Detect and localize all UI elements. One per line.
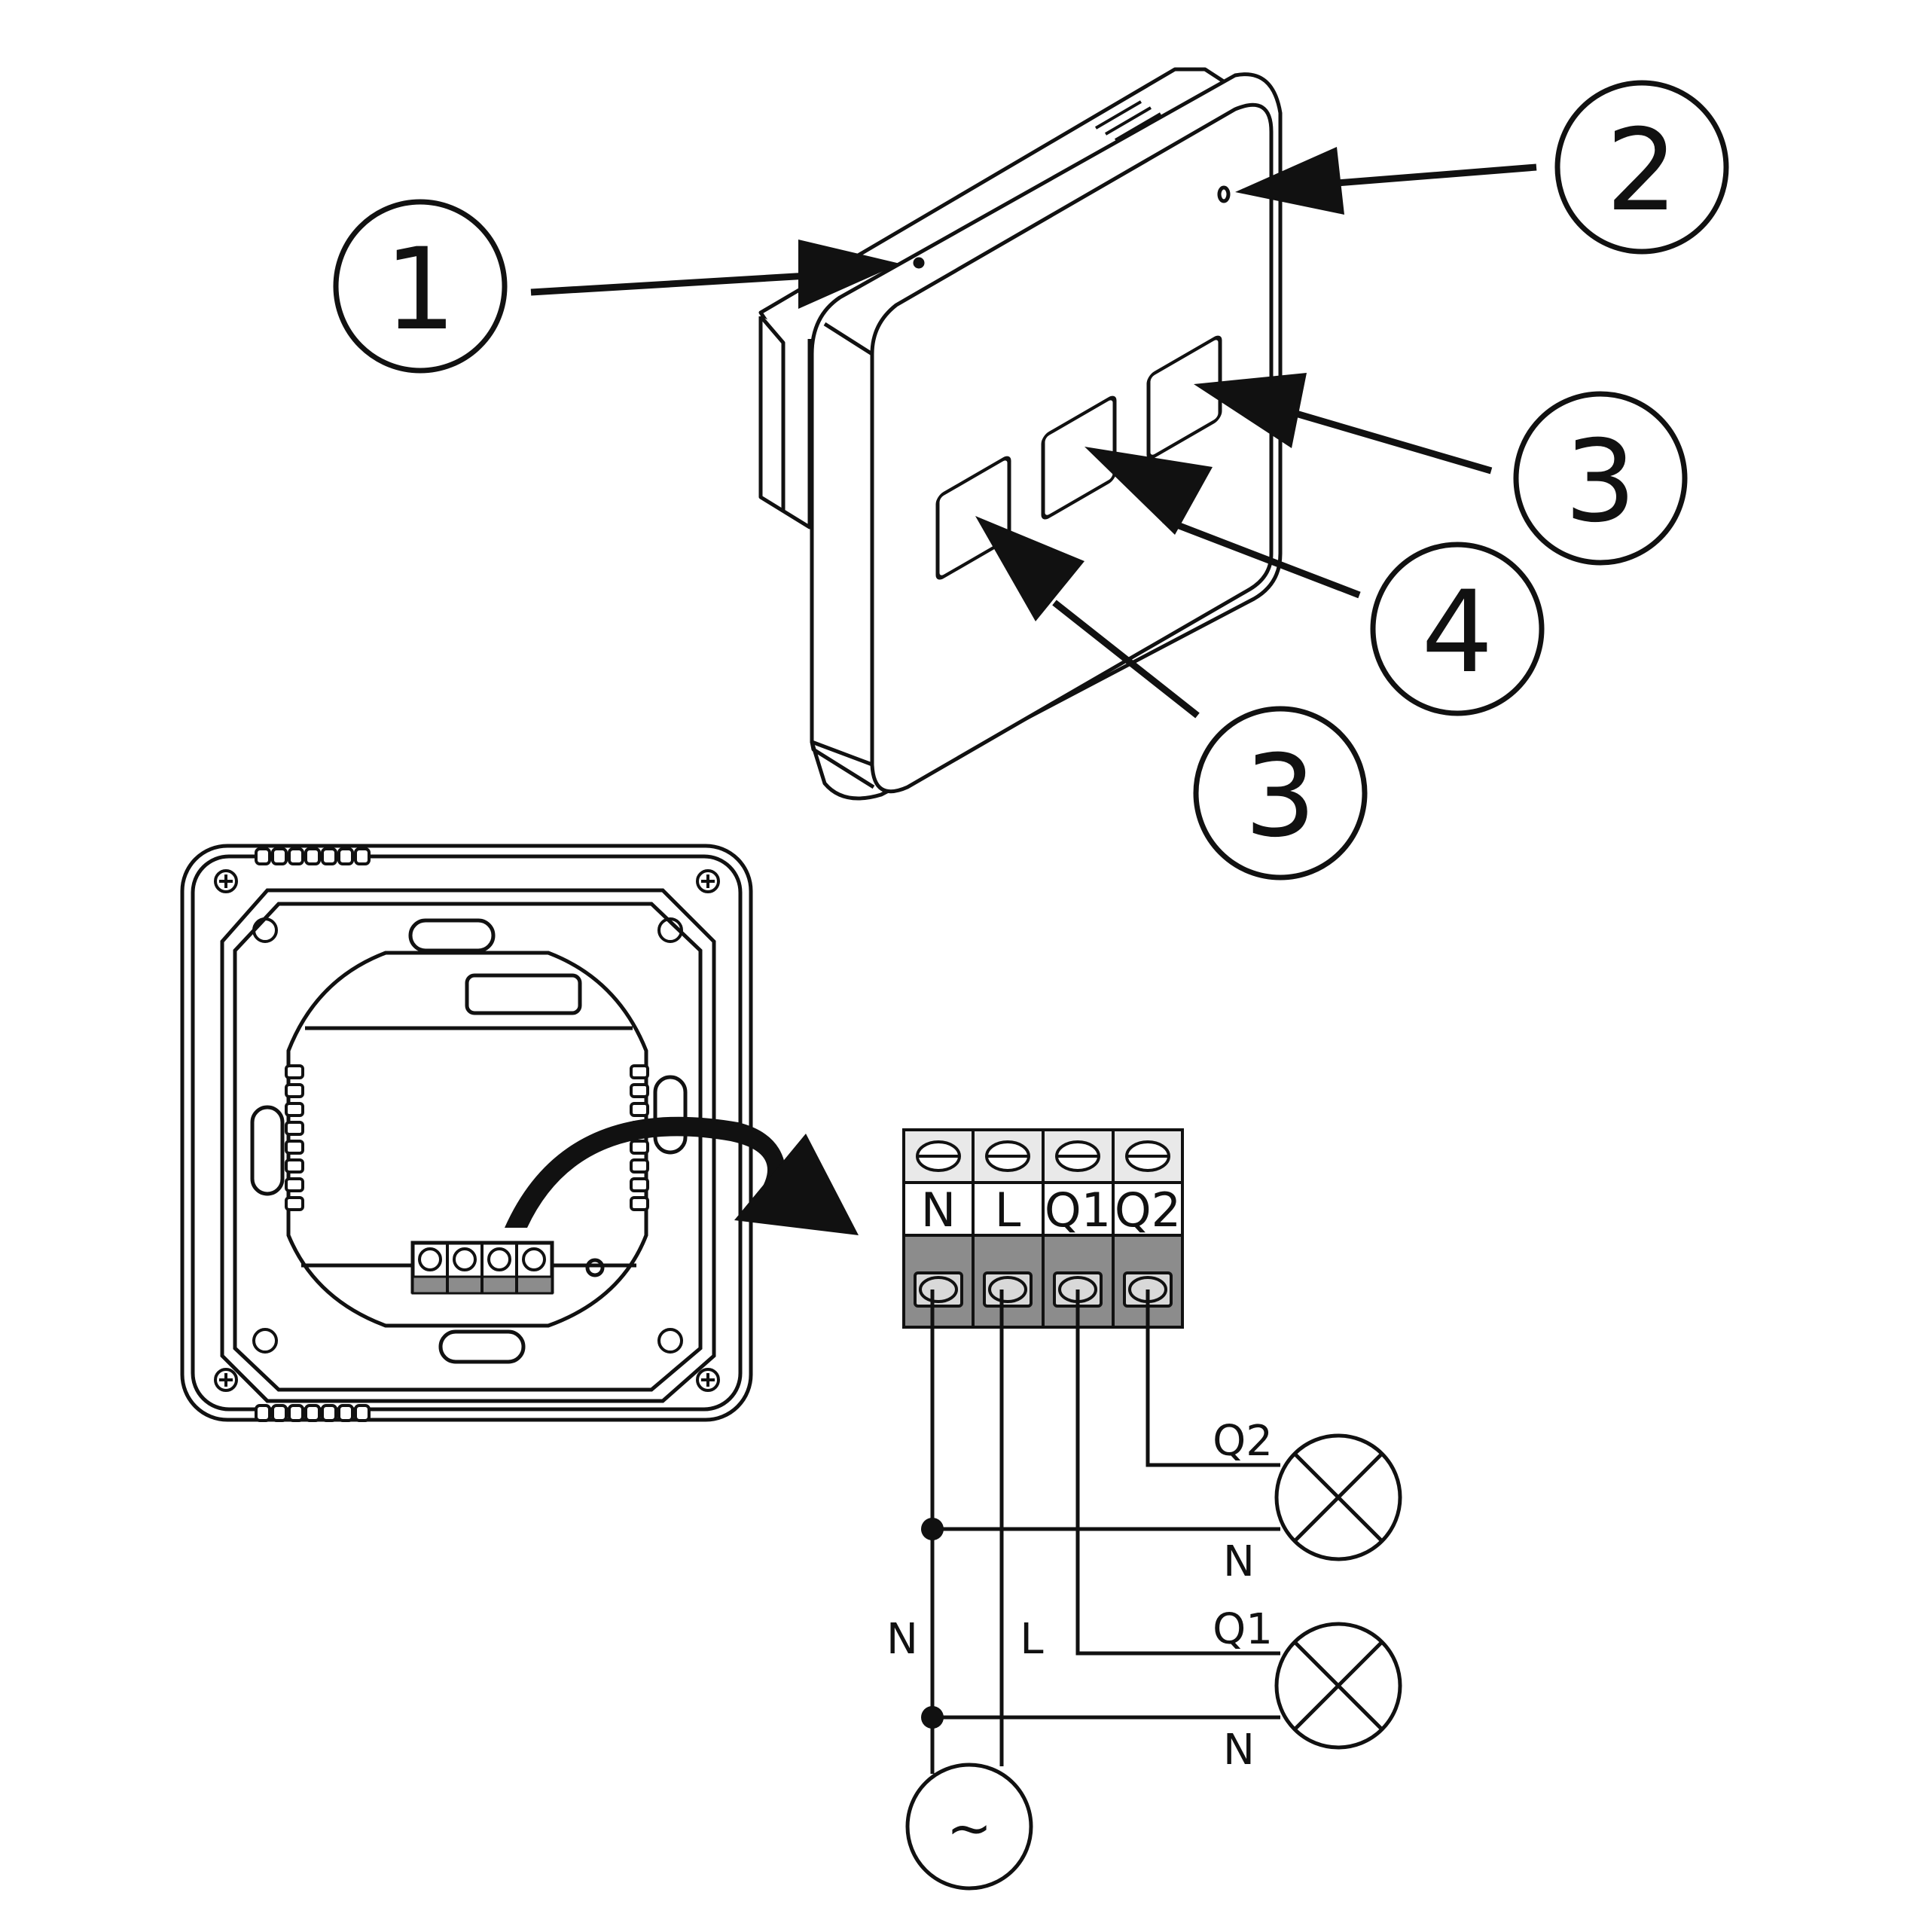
label-supply-live: L [1020,1615,1043,1664]
button-left [935,456,1011,580]
callout-numbers: 1 2 3 4 3 [384,105,1677,862]
terminal-labels: N L Q1 Q2 [921,1183,1181,1238]
callout-number-4: 4 [1421,567,1493,698]
callout-3-top [1194,373,1688,566]
label-q1-output: Q1 [1213,1605,1273,1654]
lamp-q2 [1274,1433,1402,1561]
callouts [333,80,1729,881]
curved-arrow [505,1116,859,1235]
callout-3-bottom [975,516,1368,881]
junction-dots [921,1518,944,1729]
terminal-label-l: L [995,1183,1021,1238]
terminal-label-q1: Q1 [1045,1183,1111,1238]
ac-source-symbol: ~ [947,1796,992,1860]
callout-number-3-bottom: 3 [1244,731,1316,862]
callout-number-3-top: 3 [1564,417,1636,548]
device-front-view [758,67,1283,801]
label-q1-neutral: N [1223,1726,1255,1775]
ac-source [905,1763,1033,1891]
lamp-q1 [1274,1622,1402,1750]
label-supply-neutral: N [886,1615,918,1664]
button-middle [1041,395,1117,520]
callout-1 [333,199,900,374]
device-back-view [180,844,753,1422]
callout-4 [1084,447,1545,716]
terminal-label-n: N [921,1183,956,1238]
wire-labels: Q2 N Q1 N N L ~ [886,1417,1273,1860]
callout-number-2: 2 [1606,105,1677,237]
label-q2-neutral: N [1223,1537,1255,1586]
callout-number-1: 1 [384,224,456,356]
callout-2 [1235,80,1729,255]
terminal-label-q2: Q2 [1115,1183,1181,1238]
button-right [1146,335,1222,459]
wires [930,1290,1280,1774]
label-q2-output: Q2 [1213,1417,1273,1466]
